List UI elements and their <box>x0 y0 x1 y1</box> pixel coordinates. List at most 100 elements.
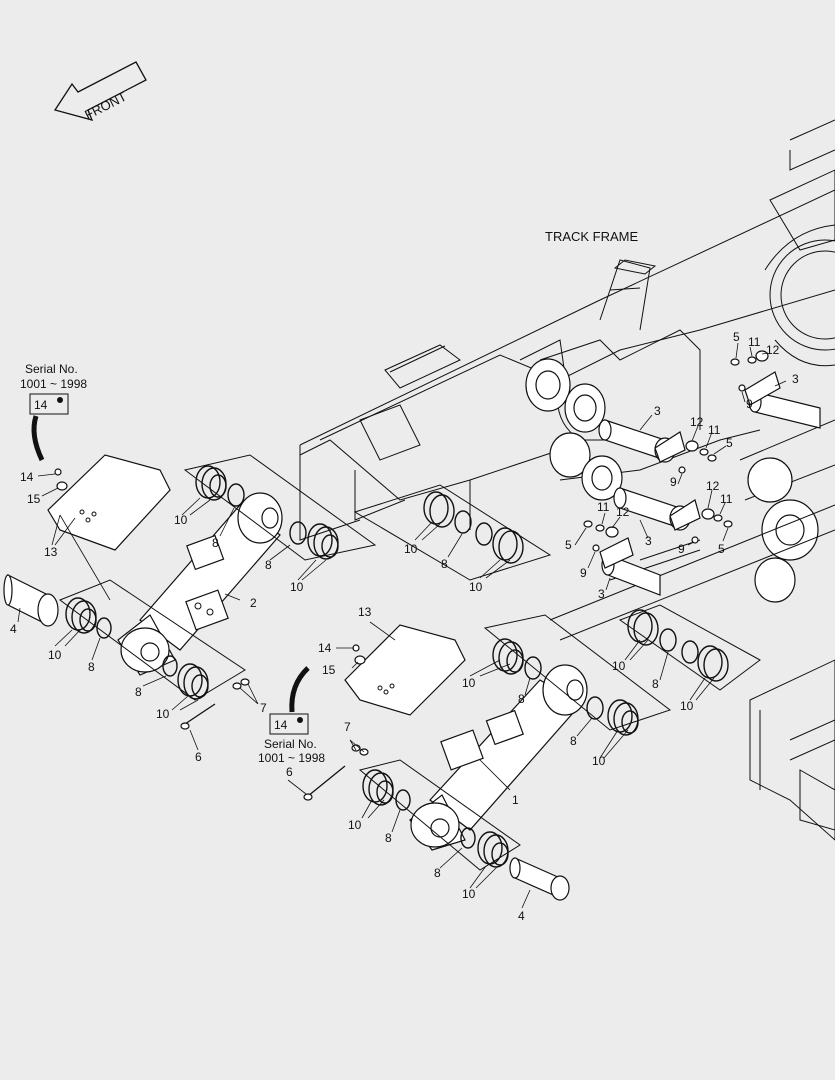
callout-10-c: 10 <box>290 580 304 594</box>
callout-12-c: 12 <box>706 479 720 493</box>
o-ring-8-j <box>475 522 493 546</box>
callout-8-j: 8 <box>652 677 659 691</box>
callout-13-b: 13 <box>358 605 372 619</box>
o-ring-8-i <box>454 510 472 534</box>
serial-note-middle-line2: 1001 ~ 1998 <box>258 751 325 765</box>
spacer-outline-c <box>483 614 672 731</box>
callout-labels: 14 15 13 4 10 8 10 8 2 8 10 8 10 6 7 13 … <box>10 330 799 923</box>
spacer-outline-a <box>183 454 377 561</box>
callout-7-b: 7 <box>344 720 351 734</box>
callout-8-h: 8 <box>518 692 525 706</box>
o-ring-8-a <box>227 483 245 507</box>
pin-4-top <box>3 574 59 627</box>
cylinder-2 <box>117 492 283 676</box>
spacer-outline-e <box>353 484 552 581</box>
callout-8-e: 8 <box>441 557 448 571</box>
callout-12-d: 12 <box>616 505 630 519</box>
bolt-6-middle <box>307 765 346 797</box>
callout-6-b: 6 <box>286 765 293 779</box>
o-ring-8-e <box>524 656 542 680</box>
pin-3-c <box>613 487 701 531</box>
o-ring-8-d <box>162 655 178 677</box>
washer-15-middle <box>354 655 366 665</box>
callout-12-b: 12 <box>690 415 704 429</box>
spacer-group-10-a <box>195 465 227 501</box>
callout-8-i: 8 <box>570 734 577 748</box>
track-frame-structure <box>299 119 835 841</box>
bolt-6-left <box>184 703 216 725</box>
pin-3-b <box>598 419 686 463</box>
serial-note-top-line2: 1001 ~ 1998 <box>20 377 87 391</box>
serial-note-top-line1: Serial No. <box>25 362 78 376</box>
callout-8-a: 8 <box>88 660 95 674</box>
callout-9-d: 9 <box>580 566 587 580</box>
spacer-group-10-j <box>492 527 524 564</box>
callout-14-a: 14 <box>20 470 34 484</box>
callout-8-d: 8 <box>135 685 142 699</box>
callout-3-d: 3 <box>598 587 605 601</box>
spacer-group-10-i <box>423 491 455 528</box>
callout-10-i: 10 <box>462 887 476 901</box>
callout-8-f: 8 <box>385 831 392 845</box>
pin-3-d <box>599 537 661 596</box>
spacer-outline-d <box>358 759 521 871</box>
pin-3-a <box>744 371 821 429</box>
callout-9-c: 9 <box>678 542 685 556</box>
callout-10-f: 10 <box>469 580 483 594</box>
callout-10-j: 10 <box>462 676 476 690</box>
cover-plate-middle <box>344 624 466 716</box>
callout-9-b: 9 <box>670 475 677 489</box>
callout-3-a: 3 <box>792 372 799 386</box>
bolt-14-top <box>54 468 62 476</box>
callout-13-a: 13 <box>44 545 58 559</box>
spacer-group-10-b <box>307 523 339 560</box>
o-ring-8-c <box>96 617 112 639</box>
callout-10-h: 10 <box>348 818 362 832</box>
spacer-group-10-f <box>607 699 639 736</box>
serial-note-top-box <box>29 393 69 415</box>
cylinder-1 <box>409 664 588 851</box>
o-ring-8-f <box>586 696 604 720</box>
callout-15-a: 15 <box>27 492 41 506</box>
nut-7-left-a <box>232 682 242 690</box>
spacer-group-10-g <box>362 769 394 806</box>
track-frame-label: TRACK FRAME <box>545 229 639 244</box>
callout-5-c: 5 <box>718 542 725 556</box>
callout-10-l: 10 <box>592 754 606 768</box>
callout-11-a: 11 <box>748 335 761 349</box>
fasteners-right <box>583 350 769 552</box>
callout-6-a: 6 <box>195 750 202 764</box>
callout-3-c: 3 <box>645 534 652 548</box>
callout-4-a: 4 <box>10 622 17 636</box>
callout-1: 1 <box>512 793 519 807</box>
callout-7-a: 7 <box>260 701 267 715</box>
serial-note-middle-part: 14 <box>274 718 288 732</box>
serial-note-middle: 14 Serial No. 1001 ~ 1998 <box>258 666 325 765</box>
callout-8-g: 8 <box>434 866 441 880</box>
callout-14-b: 14 <box>318 641 332 655</box>
callout-10-d: 10 <box>156 707 170 721</box>
callout-12-a: 12 <box>766 343 780 357</box>
spacer-group-10-l <box>697 645 729 682</box>
serial-note-top: Serial No. 1001 ~ 1998 14 <box>20 362 87 462</box>
serial-note-middle-line1: Serial No. <box>264 737 317 751</box>
callout-11-b: 11 <box>708 423 721 437</box>
callout-15-b: 15 <box>322 663 336 677</box>
spacer-group-10-c <box>65 597 97 634</box>
o-ring-8-l <box>681 640 699 664</box>
spacer-group-10-k <box>627 609 659 646</box>
washer-15-top <box>56 481 68 491</box>
callout-11-c: 11 <box>720 492 733 506</box>
callout-10-g: 10 <box>612 659 626 673</box>
callout-8-b: 8 <box>212 536 219 550</box>
callout-5-a: 5 <box>733 330 740 344</box>
spacer-outline-b <box>58 579 246 701</box>
spacer-outline-f <box>618 604 761 691</box>
callout-10-a: 10 <box>48 648 62 662</box>
cover-plate-top <box>47 454 171 551</box>
callout-4-b: 4 <box>518 909 525 923</box>
callout-9-a: 9 <box>746 397 753 411</box>
nut-7-left-b <box>240 678 250 686</box>
